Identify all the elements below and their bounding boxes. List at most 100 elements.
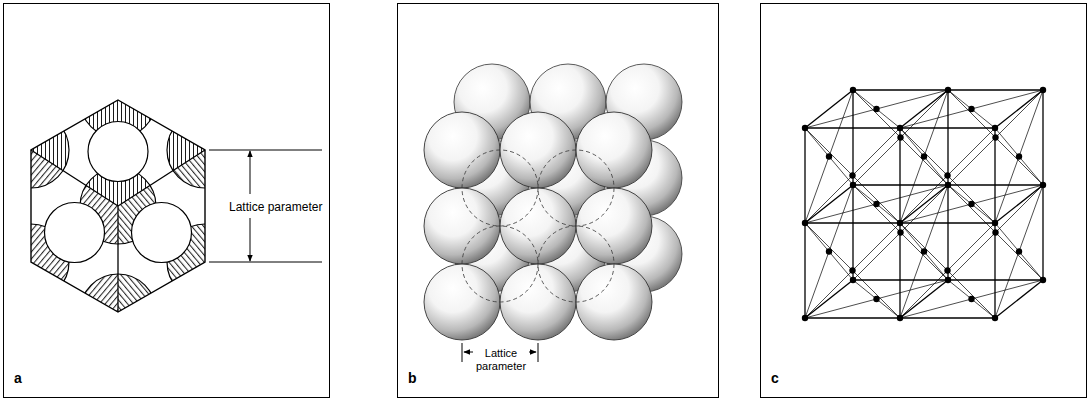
- lattice-line: [804, 223, 805, 318]
- lattice-line: [899, 128, 900, 223]
- lattice-line: [853, 185, 900, 223]
- front-atom: [500, 112, 576, 188]
- face-atom-section: [88, 122, 148, 182]
- lattice-point: [921, 153, 927, 159]
- lattice-line: [948, 185, 995, 223]
- panel-letter: a: [14, 370, 22, 387]
- front-atom: [576, 264, 652, 340]
- lattice-line: [900, 222, 995, 223]
- lattice-line: [947, 90, 948, 185]
- lattice-line: [805, 317, 900, 318]
- lattice-point: [992, 229, 998, 235]
- lattice-point: [944, 172, 950, 178]
- lattice-line: [805, 128, 853, 185]
- front-atom: [424, 264, 500, 340]
- lattice-line: [805, 223, 900, 318]
- lattice-line: [805, 185, 948, 223]
- lattice-line: [853, 185, 948, 280]
- lattice-point: [802, 315, 808, 321]
- lattice-line: [900, 128, 995, 223]
- lattice-line: [994, 128, 995, 223]
- panel-letter: b: [408, 370, 417, 387]
- lattice-line: [948, 90, 1043, 185]
- lattice-point: [850, 277, 856, 283]
- lattice-line: [900, 128, 948, 185]
- lattice-point: [873, 201, 879, 207]
- lattice-point: [826, 153, 832, 159]
- lattice-line: [853, 90, 948, 185]
- dimension-arrow: [250, 151, 251, 194]
- face-atom-section: [45, 203, 105, 263]
- lattice-point: [945, 182, 951, 188]
- front-atom: [576, 112, 652, 188]
- lattice-line: [948, 185, 1043, 280]
- cube-edge: [118, 150, 205, 206]
- lattice-line: [995, 128, 1043, 185]
- figure-panel: Lattice parameter a: [3, 3, 330, 398]
- lattice-point: [802, 125, 808, 131]
- lattice-line: [899, 223, 900, 318]
- lattice-line: [805, 128, 900, 223]
- lattice-point: [897, 125, 903, 131]
- lattice-line: [853, 90, 948, 185]
- lattice-line: [804, 128, 805, 223]
- lattice-figure: [802, 87, 1046, 321]
- dimension-arrow: [250, 218, 251, 261]
- corner-atom-section: [0, 112, 69, 188]
- cube-edge: [31, 150, 118, 206]
- lattice-line: [852, 185, 853, 280]
- lattice-point: [897, 315, 903, 321]
- lattice-point: [992, 134, 998, 140]
- lattice-point: [945, 87, 951, 93]
- lattice-line: [900, 127, 995, 128]
- dimension-line: [209, 262, 322, 263]
- sphere-packing-figure: [424, 64, 682, 362]
- front-atom: [424, 188, 500, 264]
- lattice-line: [805, 223, 853, 280]
- lattice-line: [900, 128, 995, 223]
- lattice-line: [853, 89, 948, 90]
- lattice-line: [853, 280, 900, 318]
- dimension-tick: [462, 343, 463, 362]
- hidden-atom-outline: [538, 150, 614, 226]
- lattice-line: [853, 90, 900, 128]
- lattice-line: [853, 185, 948, 280]
- lattice-point: [873, 296, 879, 302]
- front-atom: [576, 188, 652, 264]
- lattice-point: [850, 87, 856, 93]
- lattice-line: [900, 280, 1043, 318]
- lattice-line: [805, 128, 900, 223]
- lattice-line: [805, 90, 948, 128]
- lattice-point: [897, 220, 903, 226]
- lattice-point: [802, 220, 808, 226]
- lattice-line: [948, 280, 995, 318]
- lattice-line: [805, 127, 900, 128]
- lattice-line: [1042, 90, 1043, 185]
- lattice-line: [900, 90, 1043, 128]
- lattice-line: [900, 185, 1043, 223]
- lattice-point: [849, 172, 855, 178]
- cube-face: [80, 112, 243, 350]
- lattice-point: [849, 267, 855, 273]
- cube-edge: [117, 206, 118, 312]
- lattice-line: [805, 280, 948, 318]
- lattice-line: [995, 90, 1043, 223]
- dimension-label: Lattice parameter: [227, 200, 324, 214]
- lattice-point: [968, 201, 974, 207]
- lattice-point: [1016, 153, 1022, 159]
- lattice-point: [826, 248, 832, 254]
- dimension-tick: [538, 343, 539, 362]
- lattice-line: [948, 90, 1043, 185]
- hidden-atom-outline: [462, 150, 538, 226]
- lattice-line: [995, 185, 1043, 318]
- lattice-line: [948, 90, 995, 128]
- lattice-point: [944, 267, 950, 273]
- lattice-point: [968, 296, 974, 302]
- front-atom: [500, 188, 576, 264]
- dimension-line: [209, 150, 322, 151]
- hidden-atom-outline: [538, 226, 614, 302]
- cube-outline: [31, 100, 205, 312]
- lattice-point: [1040, 182, 1046, 188]
- lattice-point: [873, 106, 879, 112]
- lattice-point: [968, 106, 974, 112]
